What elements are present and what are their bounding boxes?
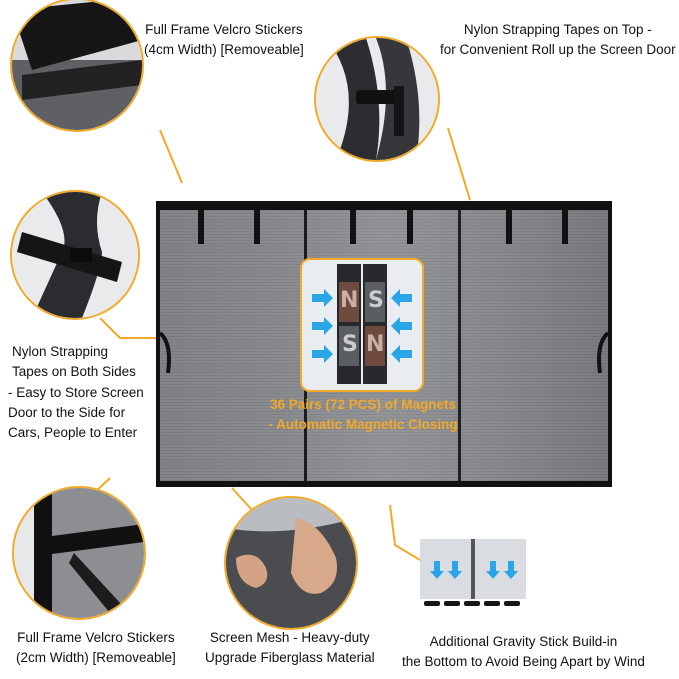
magnet-letter-3: S	[342, 332, 358, 357]
top-left-line-1: Full Frame Velcro Stickers	[145, 22, 303, 37]
magnet-letter-1: N	[340, 288, 359, 313]
center-magnets-label: 36 Pairs (72 PCS) of Magnets - Automatic…	[258, 395, 468, 434]
side-straps-label: Nylon Strapping Tapes on Both Sides - Ea…	[8, 342, 144, 443]
mesh-hand-icon	[226, 498, 356, 628]
velcro-2cm-label: Full Frame Velcro Stickers (2cm Width) […	[16, 628, 176, 669]
connector-bottom-center	[231, 487, 253, 511]
bottom-center-line-1: Screen Mesh - Heavy-duty	[209, 630, 370, 645]
left-middle-line-1: Nylon Strapping	[12, 344, 109, 359]
gravity-stick-detail	[420, 527, 526, 617]
velcro-strip-icon	[12, 0, 142, 130]
center-label-line-2: - Automatic Magnetic Closing	[268, 416, 458, 432]
velcro-4cm-label: Full Frame Velcro Stickers (4cm Width) […	[144, 20, 304, 61]
arrow-right-icon	[312, 289, 333, 363]
left-middle-line-3: - Easy to Store Screen	[8, 384, 144, 400]
mesh-circle	[224, 496, 358, 630]
bottom-center-line-2: Upgrade Fiberglass Material	[205, 650, 375, 666]
bottom-left-line-1: Full Frame Velcro Stickers	[17, 630, 175, 645]
left-middle-line-2: Tapes on Both Sides	[12, 364, 136, 380]
gravity-stick-label: Additional Gravity Stick Build-in the Bo…	[402, 632, 645, 673]
gravity-stick-graphic	[420, 539, 526, 606]
magnet-letter-4: N	[366, 332, 385, 357]
connector-top-left	[159, 129, 183, 184]
side-straps-circle	[10, 190, 140, 320]
center-label-line-1: 36 Pairs (72 PCS) of Magnets	[269, 397, 457, 412]
velcro-2cm-icon	[14, 488, 144, 618]
bottom-right-line-1: Additional Gravity Stick Build-in	[429, 634, 618, 649]
top-right-line-2: for Convenient Roll up the Screen Door	[440, 42, 676, 58]
connector-top-right	[447, 127, 471, 201]
arrow-left-icon	[391, 289, 412, 363]
bottom-left-line-2: (2cm Width) [Removeable]	[16, 650, 176, 666]
velcro-4cm-circle	[10, 0, 144, 132]
top-left-line-2: (4cm Width) [Removeable]	[144, 42, 304, 58]
strap-buckle-icon	[316, 38, 438, 160]
side-strap-icon	[12, 192, 138, 318]
magnet-detail: N S S N	[300, 258, 424, 392]
mesh-label: Screen Mesh - Heavy-duty Upgrade Fibergl…	[205, 628, 375, 669]
left-middle-line-4: Door to the Side for	[8, 404, 126, 420]
velcro-2cm-circle	[12, 486, 146, 620]
connector-left-middle	[99, 317, 160, 339]
top-straps-circle	[314, 36, 440, 162]
magnet-letter-2: S	[368, 288, 384, 313]
bottom-right-line-2: the Bottom to Avoid Being Apart by Wind	[402, 654, 645, 670]
magnet-graphic	[312, 264, 412, 384]
top-straps-label: Nylon Strapping Tapes on Top - for Conve…	[440, 20, 676, 61]
top-right-line-1: Nylon Strapping Tapes on Top -	[463, 22, 652, 37]
left-middle-line-5: Cars, People to Enter	[8, 425, 138, 440]
arrow-down-icon	[430, 561, 518, 579]
connector-bottom-right	[389, 504, 421, 561]
